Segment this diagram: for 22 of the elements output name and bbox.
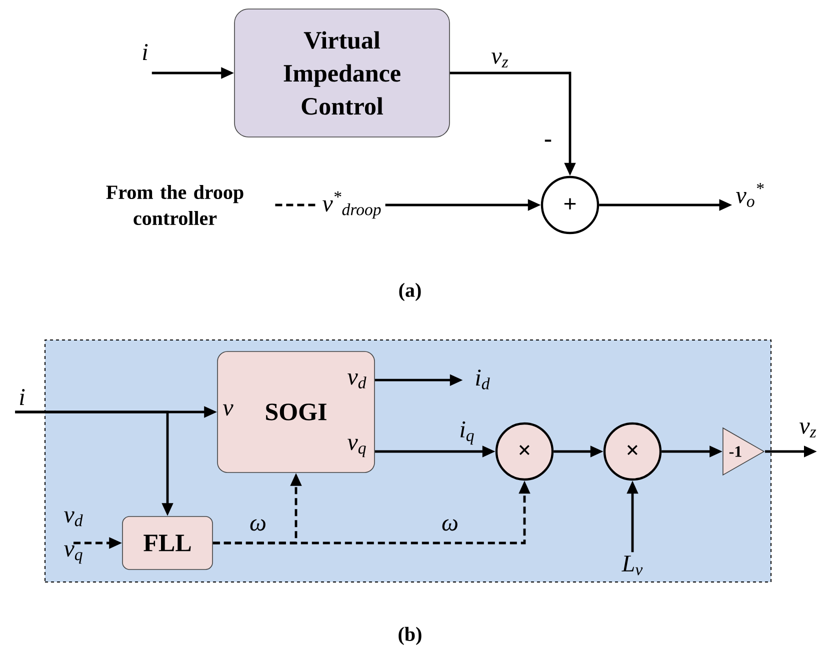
output-label: v$_{z}$ xyxy=(799,422,816,438)
process-box: FLL xyxy=(122,516,213,570)
signal-label: L$_{v}$ xyxy=(622,556,643,576)
panel-caption: (b) xyxy=(398,626,422,646)
output-label: v$_{o}$* xyxy=(736,183,764,207)
panel-caption: (a) xyxy=(399,282,421,302)
edge-label: v$_{z}$ xyxy=(490,52,510,68)
summing-junction: + xyxy=(540,176,600,234)
port-label: v$_{d}$ xyxy=(348,374,366,388)
source-label: From the droop controller xyxy=(106,184,244,226)
port-label: v$_{q}$ xyxy=(348,438,366,458)
edge-label: ω xyxy=(248,518,268,532)
sign-label: - xyxy=(544,140,552,142)
signal-label: v$^{*}$droop xyxy=(322,191,381,219)
signal-label: v$_{d}$ v$_{q}$ xyxy=(64,511,83,564)
edge-label: i$_{q}$ xyxy=(458,420,476,446)
input-label: i xyxy=(143,44,148,60)
signal-label: i$_{d}$ xyxy=(476,370,490,390)
input-label: i xyxy=(20,389,25,405)
port-label: v xyxy=(223,404,234,416)
edge-label: ω xyxy=(440,518,460,532)
process-box: Virtual Impedance Control xyxy=(234,8,450,138)
